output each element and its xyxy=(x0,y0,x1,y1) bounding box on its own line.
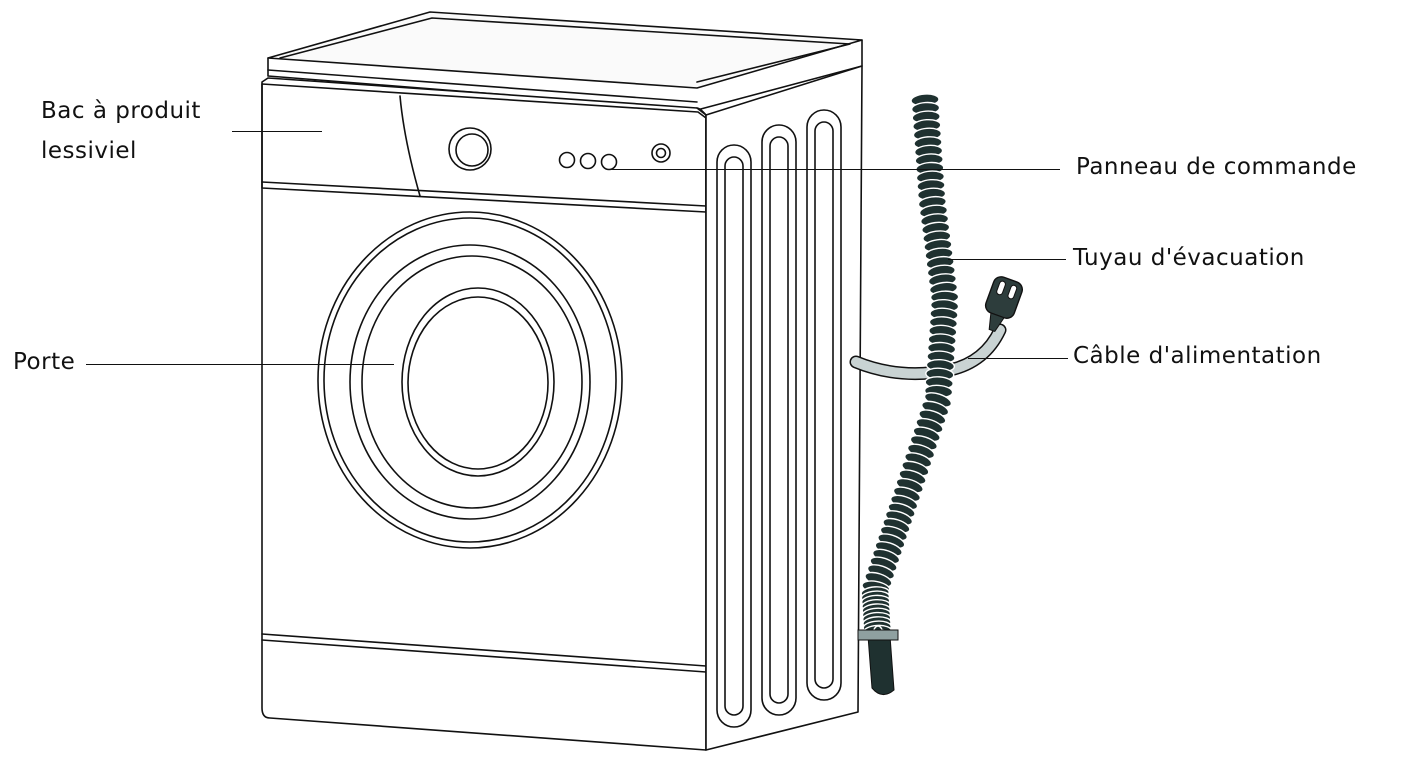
button-1 xyxy=(558,151,576,169)
leader-drain-hose xyxy=(948,259,1066,260)
program-knob xyxy=(448,127,492,171)
leader-door xyxy=(86,364,394,365)
door-outer-ring xyxy=(317,211,623,549)
side-groove-3 xyxy=(806,109,842,701)
plinth-line xyxy=(261,633,707,667)
hose-end xyxy=(867,635,895,695)
drain-hose xyxy=(857,93,960,695)
power-plug xyxy=(984,276,1024,333)
button-2 xyxy=(579,152,597,170)
door-glass xyxy=(401,287,555,477)
power-button xyxy=(651,143,671,163)
label-control-panel: Panneau de commande xyxy=(1076,154,1357,180)
label-drain-hose: Tuyau d'évacuation xyxy=(1073,245,1305,271)
leader-power-cable xyxy=(968,358,1068,359)
label-dispenser-line2: lessiviel xyxy=(41,138,137,164)
label-dispenser-line1: Bac à produit xyxy=(41,98,201,124)
machine-side xyxy=(705,65,863,751)
leader-dispenser xyxy=(232,131,322,132)
side-groove-2 xyxy=(761,124,797,716)
label-door: Porte xyxy=(13,349,76,375)
label-power-cable: Câble d'alimentation xyxy=(1073,343,1322,369)
hose-clamp xyxy=(857,629,899,641)
machine-top-inner xyxy=(279,17,851,83)
leader-control-panel xyxy=(608,169,1060,170)
side-groove-1 xyxy=(716,144,752,728)
